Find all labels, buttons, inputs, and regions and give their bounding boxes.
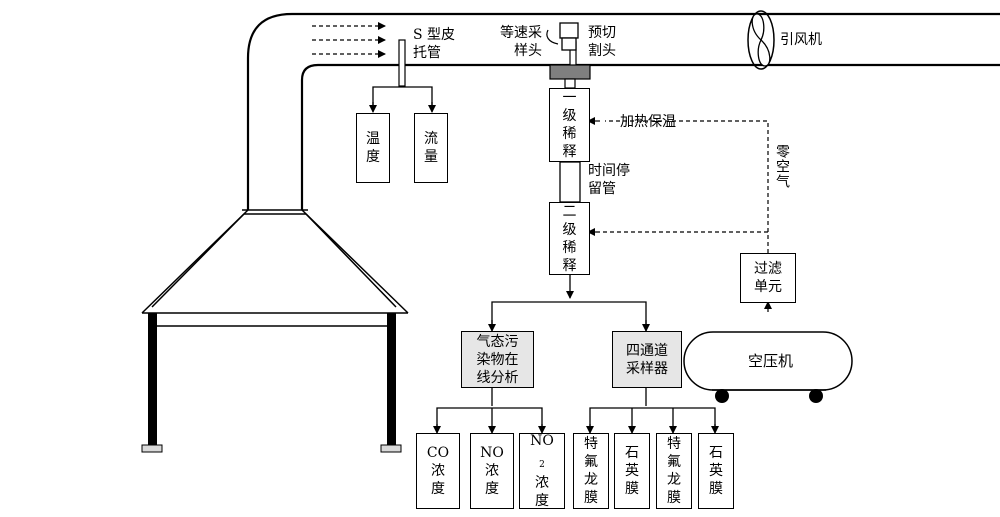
- duct-flange: [549, 64, 591, 80]
- box-dilution-2: 二级 稀释: [549, 202, 590, 275]
- pitot-tube: [398, 39, 406, 87]
- box-quartz-1: 石英膜: [614, 433, 650, 509]
- flow-arrows: [312, 22, 386, 58]
- box-teflon-1: 特氟 龙膜: [573, 433, 609, 509]
- precut-head: [559, 22, 579, 39]
- hood-foot-left: [141, 444, 163, 453]
- wheel-left: [715, 389, 729, 403]
- hood-leg-right: [387, 313, 396, 445]
- box-four-channel-sampler: 四通道采样器: [612, 331, 682, 388]
- box-temperature: 温度: [356, 113, 390, 183]
- box-flow: 流量: [414, 113, 448, 183]
- hood-foot-right: [380, 444, 402, 453]
- connector-1: [564, 78, 576, 89]
- box-teflon-2: 特氟 龙膜: [656, 433, 692, 509]
- label-isokinetic: 等速采 样头: [500, 25, 542, 59]
- label-compressor: 空压机: [748, 352, 794, 370]
- hood: [141, 209, 409, 327]
- duct-outer-wall: [246, 12, 1000, 210]
- wheel-right: [809, 389, 823, 403]
- label-residence: 时间停 留管: [588, 163, 630, 197]
- label-fan: 引风机: [780, 32, 822, 48]
- pitot-branch: [372, 86, 433, 110]
- box-quartz-2: 石英膜: [698, 433, 734, 509]
- label-precut: 预切 割头: [588, 25, 616, 59]
- label-s-pitot: S 型皮 托管: [413, 27, 456, 61]
- residence-tube: [559, 161, 581, 203]
- hood-leg-left: [148, 313, 157, 445]
- fan-icon: [747, 10, 775, 70]
- duct-inner-wall: [300, 63, 1000, 210]
- box-dilution-1: 一级 稀释: [549, 88, 590, 162]
- box-filter-unit: 过滤单元: [740, 253, 796, 303]
- box-gas-analysis: 气态污染物在 线分析: [461, 331, 534, 388]
- label-heating: 加热保温: [620, 114, 676, 130]
- precut-cap: [561, 37, 577, 51]
- label-zero-air: 零空气: [774, 144, 790, 189]
